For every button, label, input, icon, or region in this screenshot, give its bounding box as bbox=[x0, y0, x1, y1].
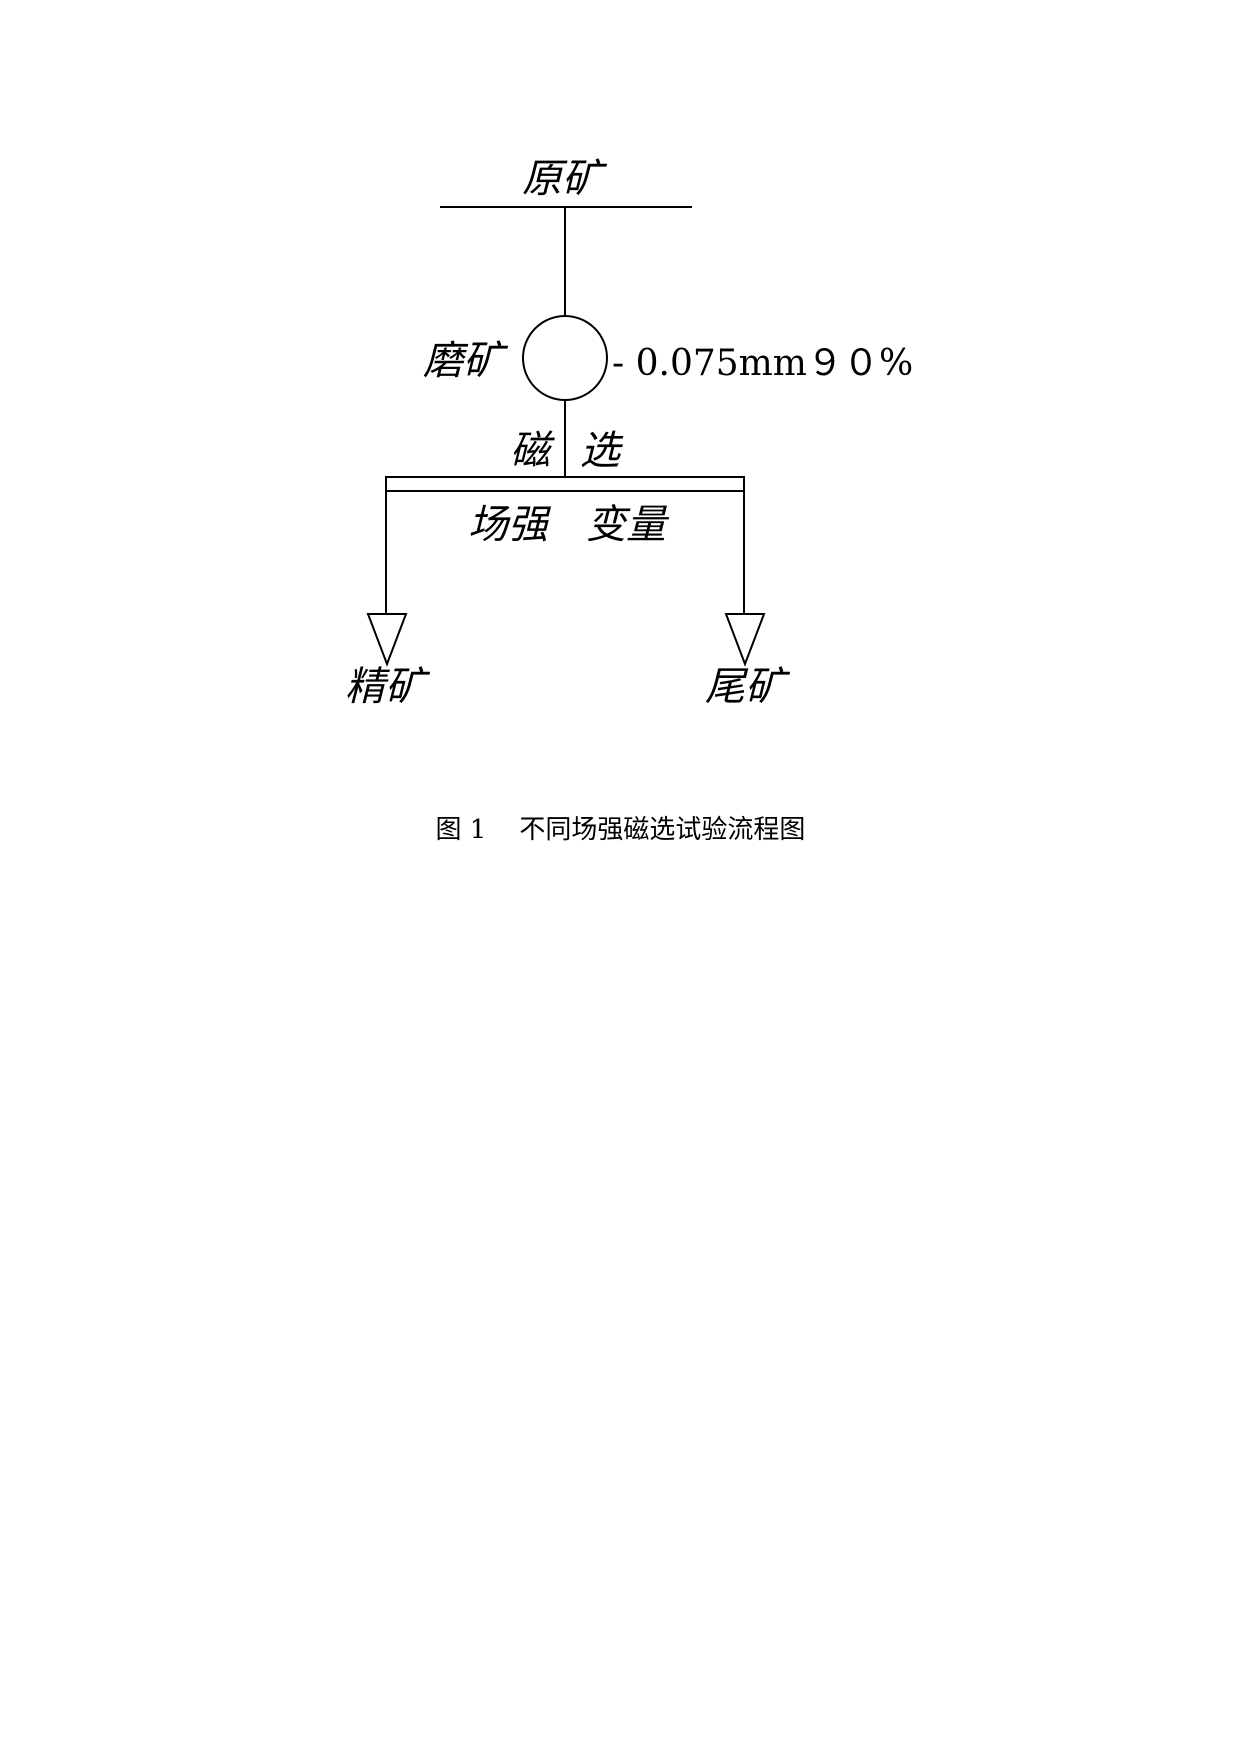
raw-ore-label: 原矿 bbox=[522, 156, 608, 202]
tailings-arrow bbox=[724, 613, 766, 667]
concentrate-label: 精矿 bbox=[345, 664, 431, 710]
tailings-label: 尾矿 bbox=[705, 664, 791, 710]
separation-label-left: 磁 bbox=[510, 428, 555, 474]
flowsheet-diagram: 原矿 磨矿 - 0.075mm９０% 磁 选 场强 变量 精矿 尾矿 bbox=[345, 156, 913, 710]
variable-label-right: 变量 bbox=[586, 502, 670, 548]
grinding-circle bbox=[522, 315, 608, 401]
grinding-label: 磨矿 bbox=[423, 338, 509, 384]
figure-number: 图 1 bbox=[435, 815, 487, 845]
concentrate-arrow bbox=[366, 613, 408, 667]
figure-title: 不同场强磁选试验流程图 bbox=[519, 815, 806, 845]
grind-size-spec: - 0.075mm９０% bbox=[612, 343, 913, 384]
separator-bar bbox=[385, 476, 745, 492]
figure-caption: 图 1 不同场强磁选试验流程图 bbox=[0, 812, 1241, 848]
separation-label-right: 选 bbox=[580, 428, 624, 474]
variable-label-left: 场强 bbox=[468, 502, 552, 548]
